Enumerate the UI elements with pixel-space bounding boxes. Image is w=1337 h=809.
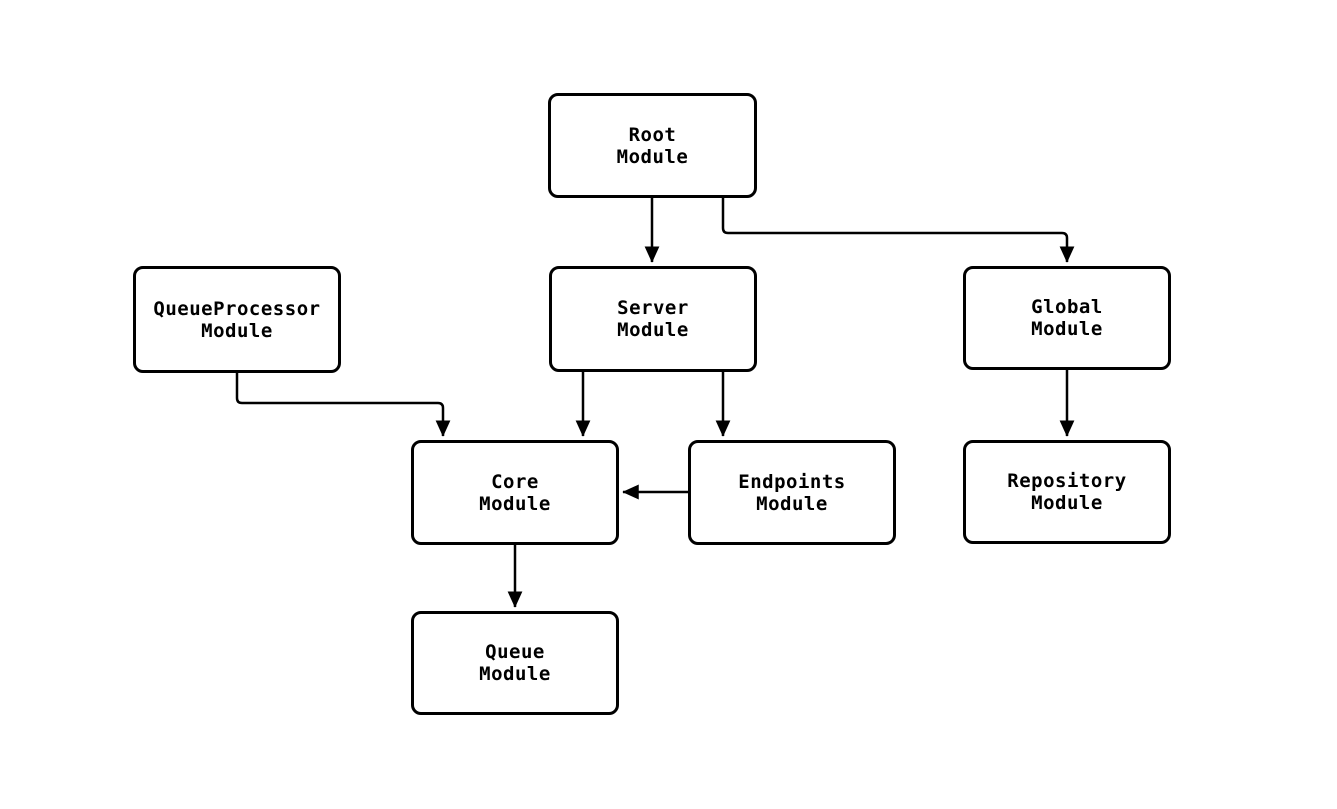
node-queue-module: Queue Module — [411, 611, 619, 715]
node-root-module: Root Module — [548, 93, 757, 198]
node-repository-module: Repository Module — [963, 440, 1171, 544]
node-global-module: Global Module — [963, 266, 1171, 370]
edge-root-to-global — [721, 197, 1075, 263]
node-server-module: Server Module — [549, 266, 757, 372]
node-endpoints-module: Endpoints Module — [688, 440, 896, 545]
edge-queueprocessor-to-core — [235, 372, 451, 437]
node-core-module: Core Module — [411, 440, 619, 545]
node-queueprocessor-module: QueueProcessor Module — [133, 266, 341, 373]
